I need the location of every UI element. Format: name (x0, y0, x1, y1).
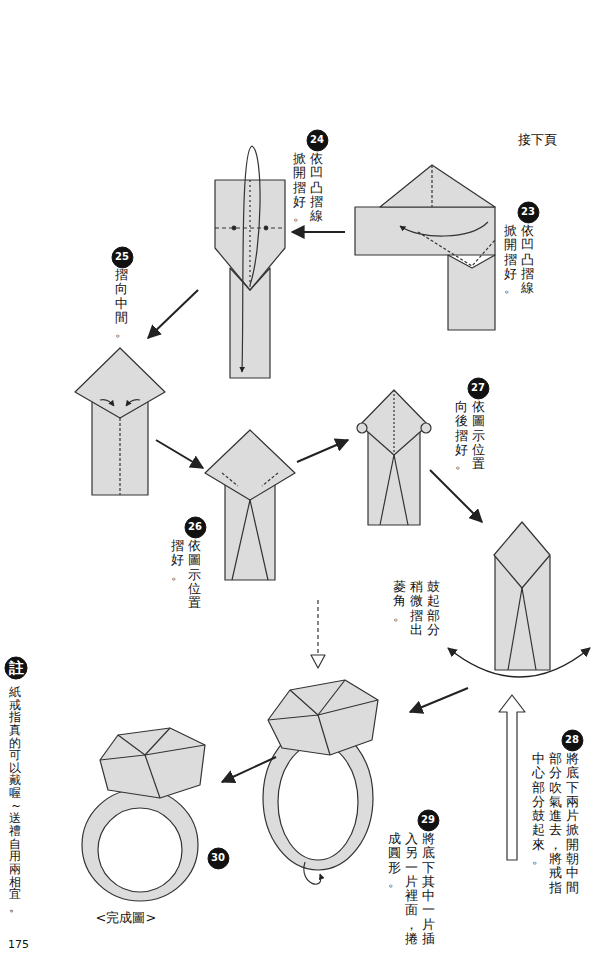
fold-step-figure-part (232, 226, 236, 230)
fold-step-figure-part (145, 755, 160, 798)
fold-step-figure-part (98, 808, 182, 892)
fold-step-figure-part (119, 418, 120, 495)
circle-fill (5, 657, 27, 679)
fold-step-figure-part (508, 588, 522, 670)
step-arrow-part (222, 757, 276, 782)
callout-number: 30 (211, 853, 225, 863)
step-arrow-part (297, 440, 348, 462)
fold-step-figure-part (522, 588, 536, 670)
step-instruction: 依圖示位置摺好。 (171, 539, 201, 614)
step-arrow-part (430, 470, 482, 522)
fold-step-figure-part (100, 728, 205, 798)
fold-step-figure-part (264, 226, 268, 230)
fold-step-figure-part (126, 400, 140, 406)
callout-number: 26 (188, 522, 202, 532)
fold-step-figure (82, 728, 205, 901)
fold-step-figure-part (400, 222, 488, 236)
step-number: 24 (307, 130, 328, 151)
step-instruction: 依凹凸摺線掀開摺好。 (293, 152, 323, 227)
step-instruction: 將底下兩片掀開朝中間部分吹氣進去，將戒指中心部分鼓起來。 (532, 752, 579, 898)
fold-step-figure-part (100, 400, 114, 406)
fold-step-figure-part (431, 165, 432, 207)
step-arrow-part (148, 290, 198, 338)
step-arrow-part (292, 231, 345, 233)
fold-step-figure-part (118, 728, 170, 755)
step-arrow-part (410, 688, 468, 712)
step-number: 23 (518, 202, 539, 223)
fold-step-figure-part (318, 715, 330, 755)
circle-fill (468, 378, 489, 399)
callout-number: 註 (9, 661, 24, 676)
fold-step-figure-part (380, 455, 394, 525)
step-number: 28 (562, 730, 583, 751)
finished-caption: <完成圖> (96, 910, 157, 926)
fold-step-figure-part (380, 165, 495, 207)
circle-fill (112, 247, 133, 268)
step-number: 25 (112, 247, 133, 268)
fold-step-figure-part (205, 430, 295, 500)
fold-step-figure-part (232, 500, 250, 580)
step-number: 26 (185, 517, 206, 538)
step-instruction: 依圖示位置向後摺好。 (455, 400, 485, 475)
fold-step-figure-part (494, 522, 550, 588)
page-number: 175 (8, 938, 29, 951)
note-badge: 註 (5, 657, 27, 679)
footnote: 紙戒指真的可以戴喔~送禮自用兩相宜。 (10, 686, 22, 917)
step-number: 30 (208, 848, 229, 869)
fold-step-figure-part (268, 700, 378, 720)
fold-step-figure (263, 600, 378, 884)
continued-note: 接下頁 (518, 132, 557, 148)
step-instruction: 依凹凸摺線掀開摺好。 (504, 224, 534, 299)
fold-step-figure-part (355, 207, 495, 255)
step-instruction: 將底下其中一片插入另一片裡面，捲成圓形。 (388, 832, 435, 949)
fold-step-figure-part (448, 255, 495, 330)
fold-step-figure (205, 430, 295, 580)
fold-step-figure-part (278, 744, 358, 860)
fold-step-figure-part (317, 600, 318, 655)
fold-step-figure-part (262, 473, 278, 486)
circle-fill (562, 730, 583, 751)
fold-step-figure-part (418, 232, 495, 266)
callout-number: 23 (521, 207, 535, 217)
fold-step-figure-part (215, 180, 285, 290)
step-instruction: 摺向中間。 (115, 268, 128, 343)
fold-step-figure-part (357, 423, 367, 433)
step-arrow (148, 232, 482, 782)
step-number: 27 (468, 378, 489, 399)
step-instruction: 鼓起部分稍微摺出菱角。 (393, 580, 440, 640)
fold-step-figure-part (75, 348, 165, 418)
fold-step-figure-part (304, 862, 321, 884)
fold-step-figure-part (499, 695, 525, 860)
fold-step-figure-part (393, 390, 394, 455)
fold-step-figure-part (249, 180, 250, 290)
callout-number: 28 (565, 735, 579, 745)
fold-step-figure-part (242, 146, 260, 372)
fold-step-figure (75, 348, 165, 495)
fold-step-figure-part (215, 227, 285, 228)
callout-number: 24 (310, 135, 324, 145)
fold-step-figure-part (311, 655, 325, 668)
step-arrow-part (156, 440, 203, 468)
circle-fill (208, 848, 229, 869)
fold-step-figure-part (268, 680, 378, 755)
callout-number: 27 (471, 383, 485, 393)
step-number: 29 (418, 810, 439, 831)
fold-step-figure-part (222, 473, 238, 486)
circle-fill (518, 202, 539, 223)
fold-step-figure-part (250, 500, 268, 580)
circle-fill (307, 130, 328, 151)
circle-fill (185, 517, 206, 538)
fold-step-figure-part (448, 648, 590, 677)
fold-step-figure (215, 146, 285, 378)
callout-number: 25 (115, 252, 129, 262)
callout-number: 29 (421, 815, 435, 825)
fold-step-figure-part (394, 455, 408, 525)
fold-step-figure (357, 390, 431, 525)
fold-step-figure-part (421, 423, 431, 433)
fold-step-figure-part (82, 789, 198, 901)
circle-fill (418, 810, 439, 831)
fold-step-figure (355, 165, 495, 330)
fold-step-figure-part (360, 390, 428, 455)
fold-step-figure-part (100, 745, 205, 760)
